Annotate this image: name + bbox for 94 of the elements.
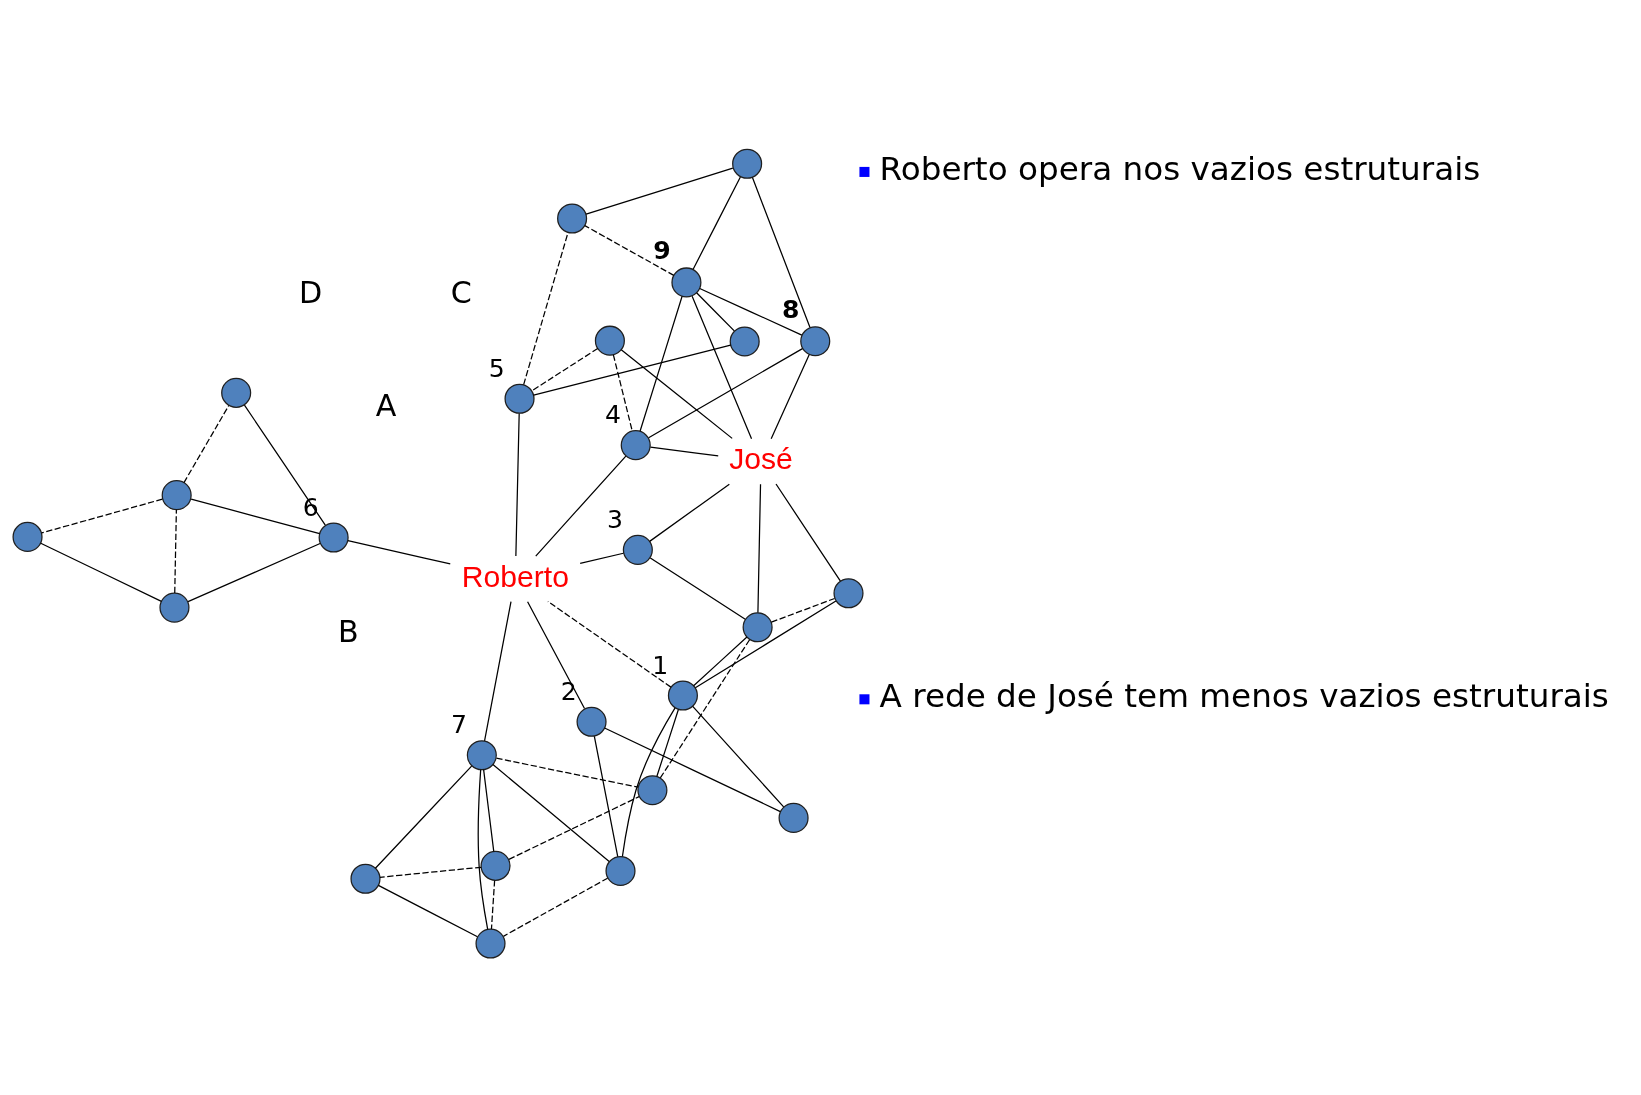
node-label: 1 [652, 650, 669, 680]
connector [649, 556, 746, 620]
connector [515, 412, 520, 557]
connector [691, 295, 753, 439]
node-circle [605, 855, 636, 886]
connector [347, 539, 451, 565]
connector [183, 404, 230, 483]
label: A [375, 387, 397, 423]
node-circle [557, 202, 588, 234]
node-circle [637, 774, 668, 805]
connector [477, 768, 489, 930]
node-circle [729, 325, 760, 357]
connector [243, 404, 326, 526]
node-circle [480, 850, 511, 881]
node-text: José [729, 441, 793, 475]
connector [40, 498, 163, 534]
connector [603, 726, 781, 812]
connector [508, 795, 640, 860]
connector [621, 706, 676, 857]
node-label: 3 [607, 504, 624, 534]
connector [40, 542, 163, 602]
connector [374, 764, 473, 869]
connector [770, 353, 810, 439]
node-circle [350, 863, 381, 894]
connector [693, 635, 748, 686]
node-circle [594, 325, 625, 356]
connector [692, 705, 785, 807]
connector [377, 884, 479, 937]
node-label: 9 [653, 235, 671, 265]
label: C [450, 274, 472, 310]
connector [533, 343, 732, 396]
connector [502, 877, 609, 937]
connector [483, 600, 512, 741]
node-label: 4 [604, 399, 621, 429]
connector [770, 597, 836, 623]
label: B [338, 613, 359, 649]
connector [547, 600, 672, 688]
label: D [299, 274, 323, 310]
connector [648, 347, 804, 438]
connector [612, 353, 633, 432]
node-label: 7 [451, 709, 468, 739]
node-circle [504, 383, 535, 414]
node-label: 5 [488, 353, 505, 383]
node-text: Roberto [461, 559, 569, 592]
connector [495, 757, 639, 788]
connector [757, 483, 762, 613]
connector [694, 599, 837, 688]
node-circle [318, 521, 349, 553]
connector [593, 735, 619, 857]
node-circle [732, 148, 763, 179]
connector [523, 231, 569, 385]
node-circle [622, 534, 653, 565]
connector [579, 552, 625, 564]
connector [190, 497, 321, 534]
connector [584, 224, 675, 276]
connector [187, 542, 321, 602]
node-circle [221, 377, 252, 408]
connector [379, 866, 482, 878]
connector [649, 483, 730, 542]
connector [659, 638, 751, 779]
node-circle [671, 266, 702, 297]
connector [656, 708, 680, 777]
connector [695, 291, 735, 332]
label: A rede de José tem menos vazios estruturais [879, 676, 1609, 715]
node-circle [667, 679, 698, 711]
node-circle [742, 611, 773, 642]
connector [620, 348, 733, 439]
connector [174, 508, 177, 594]
connector [585, 167, 734, 215]
connector [699, 287, 803, 336]
node-circle [778, 802, 809, 833]
connector [483, 768, 495, 852]
node-circle [800, 325, 831, 356]
connector [649, 445, 719, 456]
node-circle [833, 577, 864, 608]
node-circle [576, 706, 607, 737]
connector [775, 482, 842, 582]
connector [535, 455, 627, 557]
connector [751, 176, 811, 328]
connector [531, 347, 599, 391]
connector [492, 763, 610, 862]
node-circle [12, 521, 43, 552]
connector [526, 600, 586, 709]
node-circle [475, 927, 506, 959]
connector [639, 295, 683, 432]
node-circle [620, 429, 651, 460]
node-label: 2 [560, 676, 577, 706]
node-circle [161, 479, 192, 510]
node-label: 8 [781, 294, 800, 324]
connector [490, 879, 496, 930]
label: Roberto opera nos vazios estruturais [879, 149, 1481, 188]
connector [692, 175, 741, 270]
node-circle [466, 739, 497, 770]
node-circle [159, 592, 190, 623]
